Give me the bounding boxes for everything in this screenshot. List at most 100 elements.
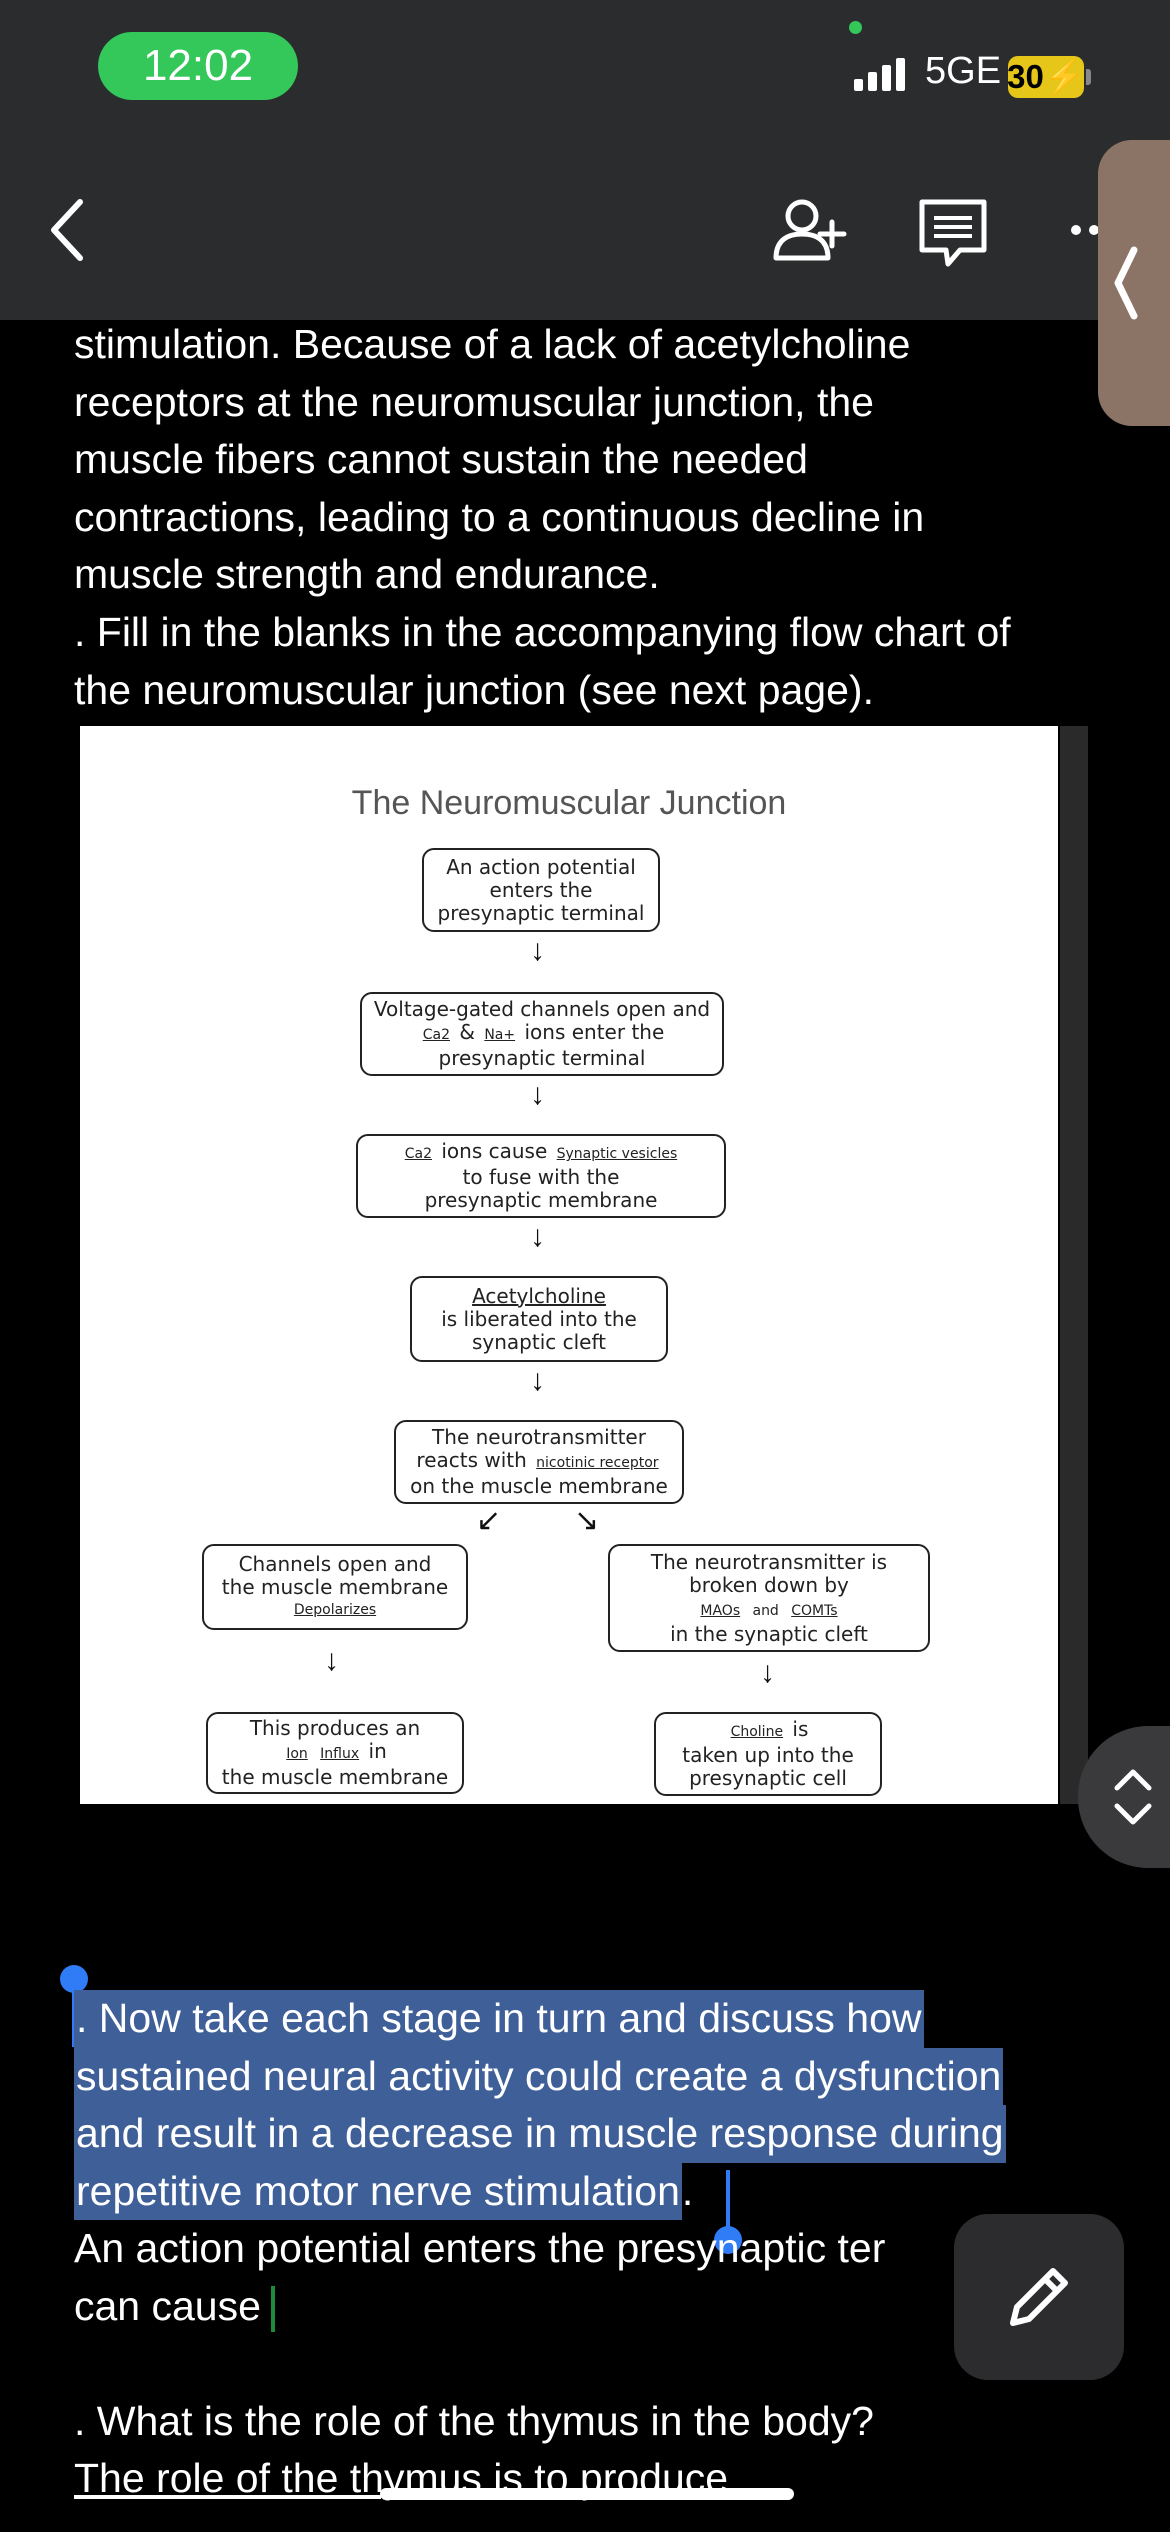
box-text: is (792, 1717, 809, 1741)
blank-answer: Ca2 (422, 1027, 450, 1043)
flow-box-produces: This produces an Ion Influx in the muscl… (206, 1712, 464, 1794)
box-text: & (459, 1020, 475, 1044)
arrow-down-icon: ↓ (530, 934, 545, 967)
arrow-down-right-icon: ↘ (574, 1504, 600, 1537)
selected-line: . Now take each stage in turn and discus… (74, 1990, 924, 2048)
blank-answer: nicotinic receptor (536, 1455, 659, 1471)
image-edge (1060, 726, 1088, 1804)
blank-answer: MAOs (700, 1602, 741, 1619)
box-text: reacts with (416, 1448, 527, 1472)
box-text: to fuse with the (462, 1165, 620, 1189)
flow-box-neurotransmitter-reacts: The neurotransmitter reacts with nicotin… (394, 1420, 684, 1504)
arrow-down-icon: ↓ (760, 1656, 775, 1689)
doc-line: can cause (74, 2282, 261, 2329)
blank-answer: Ca2 (404, 1146, 432, 1162)
blank-answer: COMTs (791, 1602, 838, 1619)
box-text: on the muscle membrane (410, 1474, 668, 1498)
arrow-down-icon: ↓ (530, 1364, 545, 1397)
battery-indicator: 30⚡ (1007, 56, 1085, 98)
selection-end-bar (726, 2170, 730, 2230)
flow-box-acetylcholine: Acetylcholine is liberated into the syna… (410, 1276, 668, 1362)
add-user-icon (773, 199, 847, 261)
box-text: and (752, 1602, 779, 1619)
battery-level: 30 (1007, 58, 1044, 95)
status-time: 12:02 (98, 32, 298, 100)
side-panel-handle[interactable] (1098, 140, 1170, 426)
flow-box-channels-open: Channels open and the muscle membrane De… (202, 1544, 468, 1630)
box-text: is liberated into the (441, 1306, 637, 1331)
box-text: ions cause (441, 1139, 548, 1163)
doc-line: muscle strength and endurance. (74, 551, 660, 598)
box-text-blanks: Ca2 & Na+ ions enter the (420, 1021, 665, 1047)
doc-line: the neuromuscular junction (see next pag… (74, 666, 874, 713)
box-text: presynaptic terminal (437, 900, 645, 925)
chevron-up-icon[interactable] (1111, 1766, 1155, 1794)
blank-answer: Depolarizes (293, 1601, 377, 1618)
box-text: in the synaptic cleft (670, 1621, 868, 1646)
comment-icon (919, 199, 987, 267)
box-text: The neurotransmitter is (650, 1549, 888, 1574)
selection-trail: . (681, 2167, 694, 2214)
doc-line: stimulation. Because of a lack of acetyl… (74, 321, 911, 367)
box-text-blanks: MAOs and COMTs (697, 1597, 840, 1623)
box-text-blanks: Ion Influx in (283, 1740, 387, 1766)
arrow-down-icon: ↓ (530, 1220, 545, 1253)
blank-answer: Ion (286, 1746, 308, 1762)
network-type: 5GE (925, 50, 1002, 92)
selected-line: repetitive motor nerve stimulation (74, 2162, 682, 2221)
box-text: presynaptic membrane (424, 1188, 658, 1212)
blank-answer: Na+ (484, 1027, 516, 1043)
box-text: broken down by (689, 1572, 849, 1597)
flow-box-action-potential: An action potential enters the presynapt… (422, 848, 660, 932)
blank-answer: Synaptic vesicles (556, 1146, 678, 1162)
flowchart-image: The Neuromuscular Junction An action pot… (80, 726, 1058, 1804)
battery-tip-icon (1086, 69, 1091, 85)
chevron-left-icon (1114, 246, 1138, 320)
blank-answer: Influx (320, 1746, 360, 1762)
box-text: synaptic cleft (471, 1329, 607, 1354)
doc-line: . What is the role of the thymus in the … (74, 2397, 874, 2444)
flow-box-broken-down: The neurotransmitter is broken down by M… (608, 1544, 930, 1652)
doc-line: contractions, leading to a continuous de… (74, 493, 925, 540)
chevron-left-icon (51, 199, 83, 261)
selection-end-handle[interactable] (714, 2226, 742, 2254)
edit-button[interactable] (954, 2214, 1124, 2380)
page-navigation-control[interactable] (1078, 1726, 1170, 1868)
selected-line: sustained neural activity could create a… (74, 2047, 1004, 2106)
selected-text[interactable]: . Now take each stage in turn and discus… (74, 1990, 1006, 2221)
box-text: presynaptic terminal (438, 1046, 646, 1070)
box-text: the muscle membrane (221, 1574, 449, 1599)
blank-answer: Acetylcholine (472, 1283, 606, 1308)
selected-line: and result in a decrease in muscle respo… (74, 2105, 1006, 2163)
box-text: An action potential (446, 854, 636, 879)
arrow-down-icon: ↓ (530, 1078, 545, 1111)
comments-button[interactable] (916, 196, 990, 270)
doc-line: An action potential enters the presynapt… (74, 2225, 886, 2271)
box-text-blanks: Ca2 ions cause Synaptic vesicles (402, 1140, 681, 1166)
arrow-down-icon: ↓ (324, 1644, 339, 1677)
more-options-button[interactable] (1070, 210, 1100, 250)
box-text: This produces an (249, 1716, 421, 1740)
box-text-blanks: Choline is (728, 1718, 809, 1744)
box-text: in (368, 1739, 387, 1763)
add-user-button[interactable] (770, 192, 850, 272)
pencil-icon (1010, 2268, 1068, 2326)
chevron-down-icon[interactable] (1111, 1800, 1155, 1828)
box-text: Voltage-gated channels open and (373, 997, 711, 1021)
box-text: The neurotransmitter (432, 1425, 646, 1449)
box-text-blanks: reacts with nicotinic receptor (416, 1449, 661, 1475)
flow-box-voltage-gated: Voltage-gated channels open and Ca2 & Na… (360, 992, 724, 1076)
flowchart-title: The Neuromuscular Junction (351, 784, 787, 822)
blank-answer: Choline (730, 1724, 784, 1740)
document-text-top: stimulation. Because of a lack of acetyl… (74, 316, 1134, 719)
document-text-bottom: An action potential enters the presynapt… (74, 2220, 1074, 2508)
back-button[interactable] (40, 190, 110, 270)
box-text: presynaptic cell (689, 1766, 847, 1790)
arrow-down-left-icon: ↙ (476, 1504, 502, 1537)
text-cursor (270, 2285, 275, 2332)
box-text: Channels open and (238, 1551, 432, 1576)
box-text: the muscle membrane (221, 1765, 449, 1789)
home-indicator[interactable] (380, 2488, 794, 2500)
box-text: taken up into the (682, 1743, 854, 1767)
flow-box-ions-cause: Ca2 ions cause Synaptic vesicles to fuse… (356, 1134, 726, 1218)
